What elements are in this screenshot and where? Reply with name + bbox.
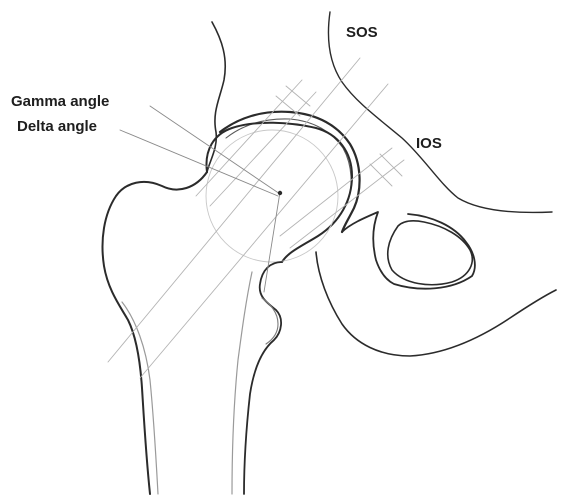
tick-2 — [286, 86, 310, 106]
pelvic-contour-upper — [329, 12, 553, 212]
delta-angle-label: Delta angle — [17, 119, 97, 134]
ischial-contour — [342, 212, 475, 289]
medial-shaft-inner — [232, 272, 252, 494]
tick-3 — [370, 164, 392, 186]
center-axis-line — [264, 192, 280, 292]
pubic-ramus — [316, 252, 556, 356]
lateral-shaft-inner — [122, 302, 158, 494]
guide-line-3 — [196, 80, 302, 196]
guide-line-6 — [290, 160, 404, 248]
acetabular-roof-outer — [220, 112, 360, 232]
femoral-neck-lower — [244, 262, 282, 494]
obturator-foramen — [388, 221, 473, 285]
delta-angle-leader — [120, 130, 278, 196]
tick-1 — [276, 96, 300, 116]
femoral-head-center — [278, 191, 282, 195]
ios-label: IOS — [416, 136, 442, 151]
gamma-angle-label: Gamma angle — [11, 94, 109, 109]
guide-line-long-1 — [108, 58, 360, 362]
tick-4 — [380, 154, 402, 176]
sos-label: SOS — [346, 25, 378, 40]
